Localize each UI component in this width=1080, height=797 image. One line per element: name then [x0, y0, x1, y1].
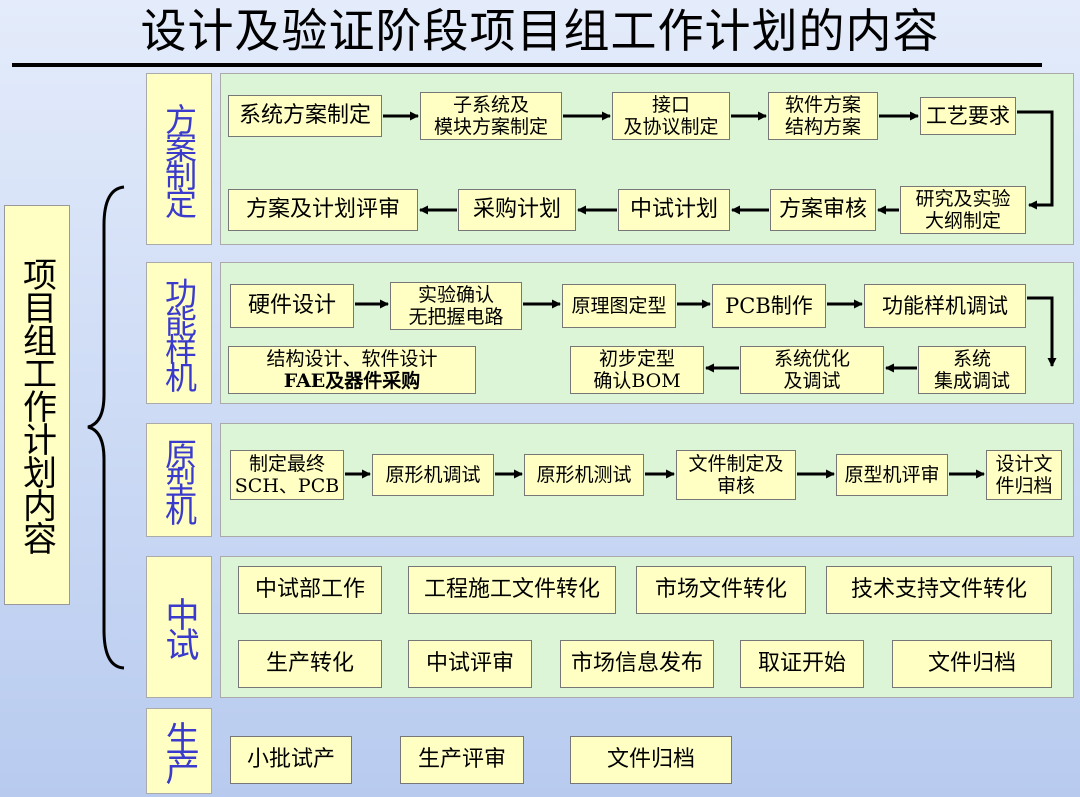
- box-pilot-review: 中试评审: [408, 640, 532, 688]
- box-research-outline: 研究及实验 大纲制定: [900, 186, 1026, 234]
- box-market-doc: 市场文件转化: [636, 566, 806, 614]
- box-prototype-test: 原形机测试: [524, 454, 644, 496]
- phase-label-production: 生产: [146, 708, 212, 794]
- box-scheme-plan-review: 方案及计划评审: [228, 189, 418, 231]
- box-small-batch: 小批试产: [230, 736, 352, 784]
- box-interface-protocol: 接口 及协议制定: [612, 92, 730, 140]
- box-system-scheme: 系统方案制定: [228, 95, 382, 137]
- box-purchase-plan: 采购计划: [458, 189, 576, 231]
- box-structure-software-line: 结构设计、软件设计: [266, 348, 438, 370]
- box-prototype-review: 原型机评审: [836, 454, 948, 496]
- title-underline: [12, 63, 1042, 67]
- box-production-transfer: 生产转化: [238, 640, 382, 688]
- phase-label-scheme: 方案制定: [146, 73, 212, 245]
- box-production-archive: 文件归档: [570, 736, 732, 784]
- side-label: 项目组工作计划内容: [4, 205, 70, 605]
- box-engineering-doc: 工程施工文件转化: [408, 566, 616, 614]
- box-hardware-design: 硬件设计: [230, 284, 354, 328]
- box-pilot-dept-work: 中试部工作: [238, 566, 382, 614]
- box-bom-confirm: 初步定型 确认BOM: [570, 346, 704, 394]
- box-system-optimize: 系统优化 及调试: [740, 346, 884, 394]
- box-schematic-final: 原理图定型: [562, 284, 676, 328]
- phase-label-pilot: 中试: [146, 556, 212, 698]
- box-subsystem-scheme: 子系统及 模块方案制定: [420, 92, 562, 140]
- box-pilot-archive: 文件归档: [892, 640, 1052, 688]
- phase-label-function-sample: 功能样机: [146, 262, 212, 404]
- box-final-sch-pcb: 制定最终 SCH、PCB: [230, 450, 344, 500]
- box-certification-start: 取证开始: [740, 640, 864, 688]
- box-pilot-plan: 中试计划: [618, 189, 730, 231]
- box-structure-software-fae: 结构设计、软件设计 FAE及器件采购: [228, 346, 476, 394]
- box-prototype-debug: 原形机调试: [372, 454, 494, 496]
- box-market-release: 市场信息发布: [560, 640, 714, 688]
- box-doc-review: 文件制定及 审核: [676, 450, 796, 500]
- box-process-requirements: 工艺要求: [920, 97, 1016, 135]
- page-title: 设计及验证阶段项目组工作计划的内容: [140, 4, 940, 58]
- box-scheme-review: 方案审核: [770, 189, 876, 231]
- phase-label-prototype: 原型机: [146, 423, 212, 537]
- box-pcb-make: PCB制作: [712, 284, 826, 328]
- left-brace: [87, 185, 125, 670]
- box-sample-debug: 功能样机调试: [864, 284, 1026, 328]
- box-fae-purchase-line: FAE及器件采购: [283, 370, 421, 392]
- box-tech-support-doc: 技术支持文件转化: [826, 566, 1052, 614]
- box-system-integration: 系统 集成调试: [918, 346, 1026, 394]
- box-production-review: 生产评审: [400, 736, 524, 784]
- box-software-structure: 软件方案 结构方案: [768, 92, 878, 140]
- box-experiment-confirm: 实验确认 无把握电路: [390, 282, 522, 330]
- box-design-archive: 设计文 件归档: [986, 450, 1062, 500]
